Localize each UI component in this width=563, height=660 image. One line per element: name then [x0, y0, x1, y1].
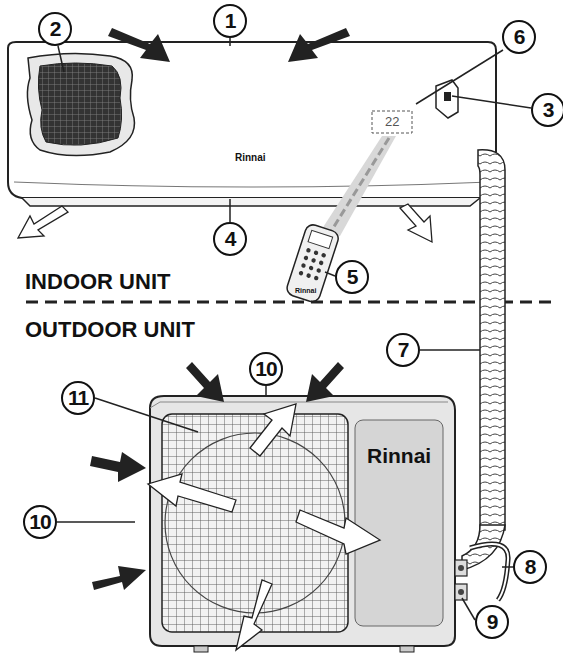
callout-number: 10 [249, 352, 283, 386]
brand-logo: Rinnai [235, 152, 266, 164]
callout-number: 7 [386, 333, 420, 367]
brand-logo: Rinnai [367, 444, 431, 467]
unit-heading: INDOOR UNIT [25, 270, 170, 294]
callout-number: 8 [513, 550, 547, 584]
callout-number: 9 [475, 605, 509, 639]
callout-number: 5 [335, 260, 369, 294]
callout-number: 6 [502, 20, 536, 54]
unit-heading: OUTDOOR UNIT [25, 318, 195, 342]
callout-number: 10 [23, 505, 57, 539]
brand-logo: Rinnai [295, 286, 316, 295]
callout-number: 2 [38, 12, 72, 46]
callout-number: 11 [61, 381, 95, 415]
callout-number: 1 [213, 4, 247, 38]
temperature-display: 22 [385, 115, 399, 129]
callout-number: 3 [531, 93, 563, 127]
callout-number: 4 [213, 222, 247, 256]
